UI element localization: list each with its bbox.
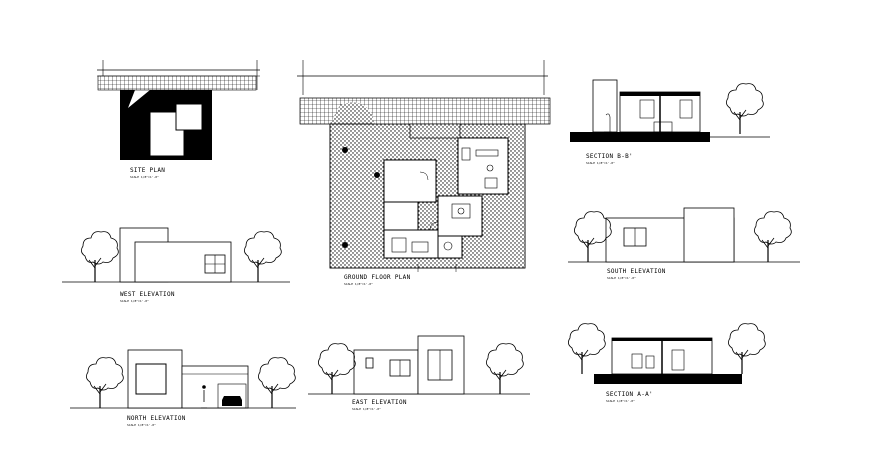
south-elevation-scale: SCALE 1/8"=1'-0": [607, 276, 636, 280]
site-plan-title: SITE PLAN: [130, 167, 165, 174]
north-elevation-drawing: NORTH ELEVATION SCALE 1/8"=1'-0": [70, 349, 296, 427]
north-elevation-title: NORTH ELEVATION: [127, 415, 186, 422]
section-bb-scale: SCALE 1/8"=1'-0": [586, 161, 615, 165]
section-aa-drawing: SECTION A-A' SCALE 1/8"=1'-0": [567, 323, 766, 403]
south-elevation-drawing: SOUTH ELEVATION SCALE 1/8"=1'-0": [568, 207, 800, 280]
east-elevation-title: EAST ELEVATION: [352, 399, 407, 406]
section-aa-scale: SCALE 1/8"=1'-0": [606, 399, 635, 403]
west-elevation-drawing: WEST ELEVATION SCALE 1/8"=1'-0": [62, 227, 290, 303]
east-elevation-drawing: EAST ELEVATION SCALE 1/8"=1'-0": [308, 335, 530, 411]
west-elevation-scale: SCALE 1/8"=1'-0": [120, 299, 149, 303]
ground-floor-plan-title: GROUND FLOOR PLAN: [344, 274, 411, 281]
site-plan-scale: SCALE 1/8"=1'-0": [130, 175, 159, 179]
east-elevation-scale: SCALE 1/8"=1'-0": [352, 407, 381, 411]
north-elevation-scale: SCALE 1/8"=1'-0": [127, 423, 156, 427]
ground-floor-plan-drawing: GROUND FLOOR PLAN SCALE 1/8"=1'-0": [297, 60, 551, 286]
site-plan-drawing: SITE PLAN SCALE 1/8"=1'-0": [97, 60, 260, 179]
west-elevation-title: WEST ELEVATION: [120, 291, 175, 298]
section-aa-title: SECTION A-A': [606, 391, 653, 398]
south-elevation-title: SOUTH ELEVATION: [607, 268, 666, 275]
ground-floor-plan-scale: SCALE 1/8"=1'-0": [344, 282, 373, 286]
section-bb-drawing: SECTION B-B' SCALE 1/8"=1'-0": [570, 79, 770, 165]
section-bb-title: SECTION B-B': [586, 153, 633, 160]
